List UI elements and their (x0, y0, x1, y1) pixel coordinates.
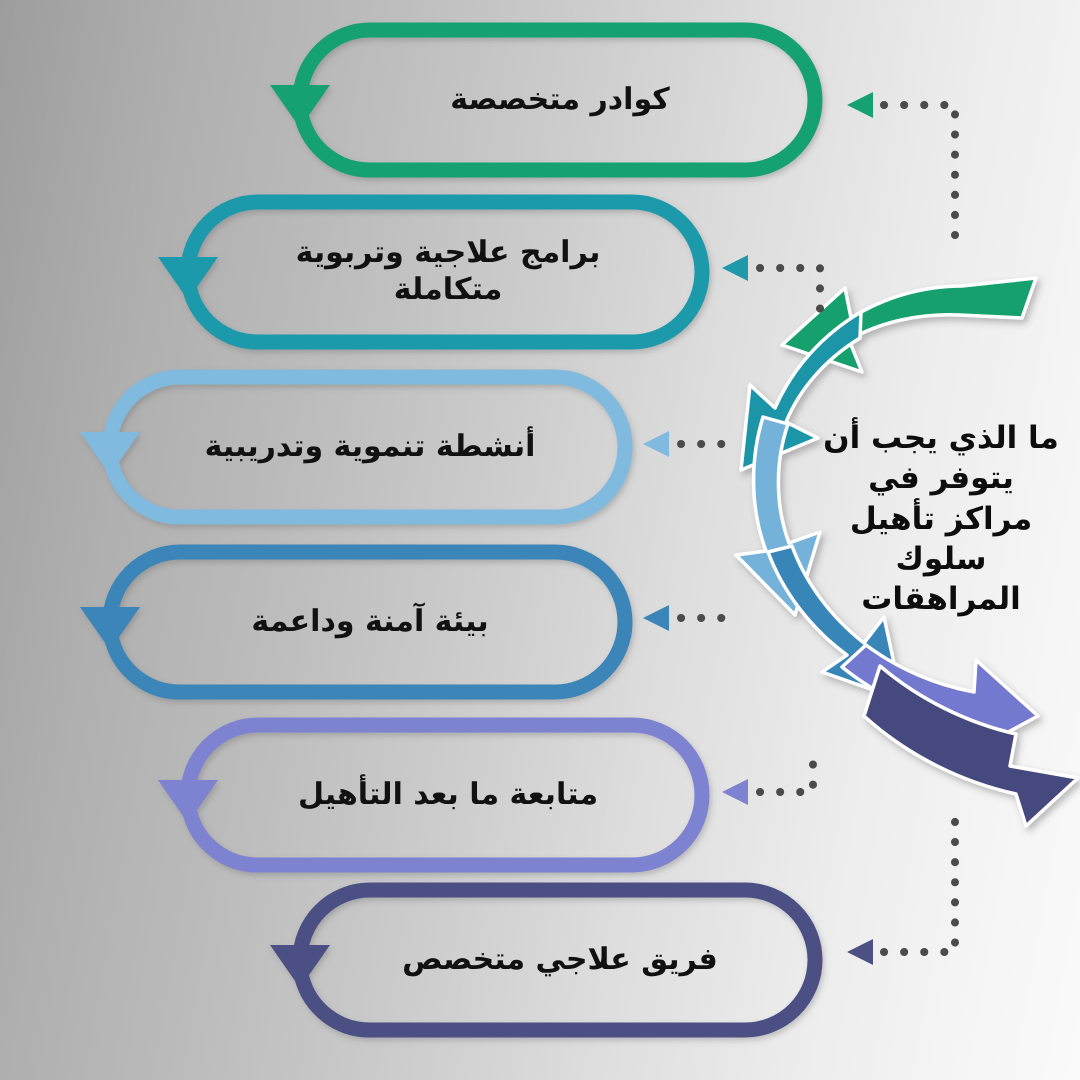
item-box-arrowtip-kawader (270, 85, 330, 128)
connector-dots-baramej (756, 264, 824, 322)
connector-arrowhead-biaa (643, 605, 669, 631)
item-box-kawader[interactable] (270, 22, 823, 178)
item-box-arrowtip-biaa (80, 607, 140, 650)
item-box-arrowtip-baramej (158, 257, 218, 300)
item-box-outline-anshita (102, 369, 633, 525)
connector-baramej (722, 255, 824, 322)
connector-arrowhead-baramej (722, 255, 748, 281)
connector-kawader (847, 92, 959, 249)
item-box-baramej[interactable] (158, 194, 710, 350)
item-box-outline-biaa (102, 544, 633, 700)
item-box-mutabaa[interactable] (158, 717, 710, 873)
connector-dots-fareeq (880, 814, 959, 956)
item-box-outline-mutabaa (180, 717, 710, 873)
connector-arrowhead-anshita (643, 431, 669, 457)
item-box-arrowtip-mutabaa (158, 780, 218, 823)
item-box-outline-fareeq (292, 882, 823, 1038)
item-box-outline-kawader (292, 22, 823, 178)
connector-dots-mutabaa (756, 744, 817, 796)
item-box-fareeq[interactable] (270, 882, 823, 1038)
connector-arrowhead-mutabaa (722, 779, 748, 805)
connector-mutabaa (722, 744, 817, 805)
item-box-arrowtip-anshita (80, 432, 140, 475)
spiral-segment-navy (862, 664, 1080, 828)
connector-anshita (643, 431, 737, 457)
item-box-biaa[interactable] (80, 544, 633, 700)
connector-arrowhead-fareeq (847, 939, 873, 965)
connector-biaa (643, 605, 737, 631)
item-box-anshita[interactable] (80, 369, 633, 525)
connector-dots-kawader (880, 101, 959, 249)
connector-fareeq (847, 814, 959, 965)
item-box-arrowtip-fareeq (270, 945, 330, 988)
connector-arrowhead-kawader (847, 92, 873, 118)
central-arrow-spiral (734, 276, 1080, 828)
item-box-outline-baramej (180, 194, 710, 350)
